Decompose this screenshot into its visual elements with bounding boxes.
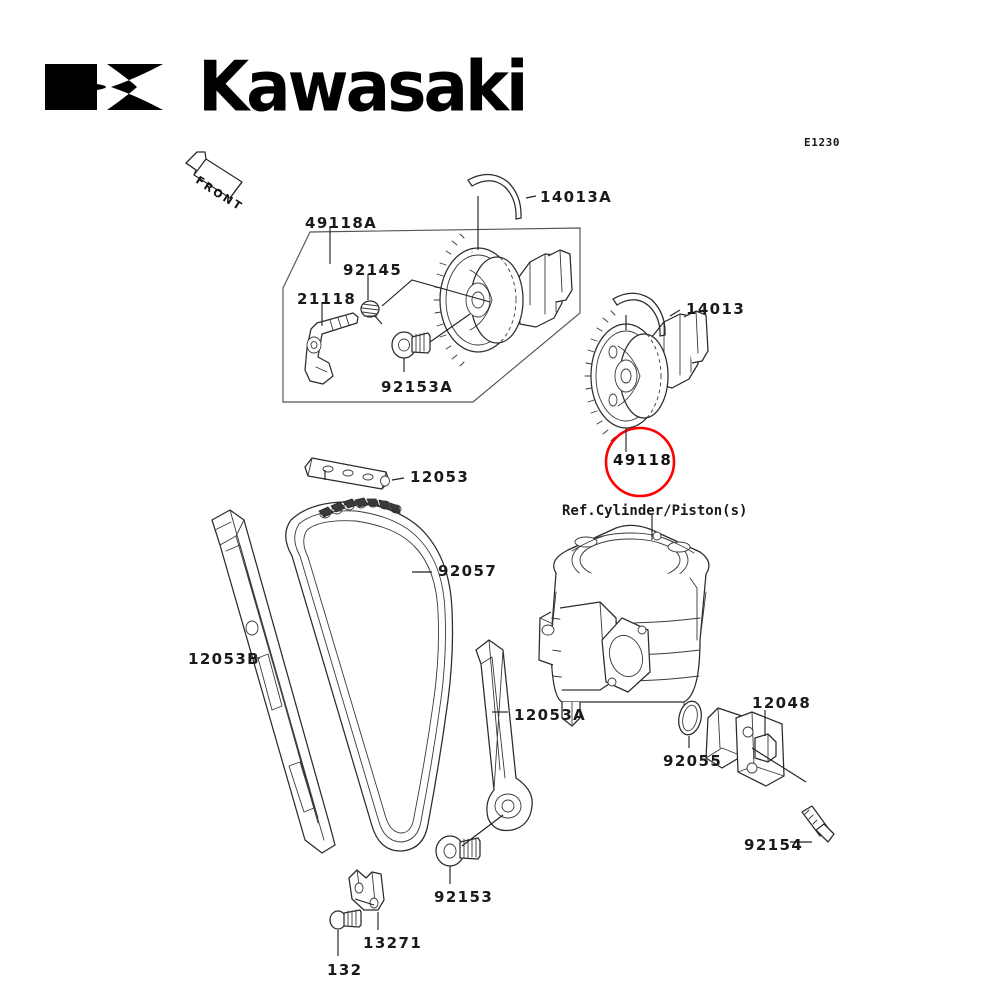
kawasaki-river-mark-icon (45, 64, 163, 110)
part-92145-spring (360, 300, 380, 318)
kawasaki-brand-logo: Kawasaki (45, 51, 529, 121)
callout-92057[interactable]: 92057 (438, 562, 498, 580)
part-21118-decompression-shaft (304, 312, 359, 385)
callout-92145[interactable]: 92145 (343, 261, 403, 279)
callout-49118[interactable]: 49118 (613, 451, 673, 469)
part-132-bolt-flanged (329, 909, 362, 930)
brand-wordmark: Kawasaki (198, 45, 529, 128)
part-12053-chain-guide-upper (304, 457, 390, 490)
callout-49118A[interactable]: 49118A (305, 214, 378, 232)
front-direction-arrow-icon: F R O N T (185, 151, 244, 213)
highlight-circle-49118 (604, 426, 676, 498)
callout-132[interactable]: 132 (327, 961, 363, 979)
part-92154-bolt (801, 805, 835, 843)
callout-92055[interactable]: 92055 (663, 752, 723, 770)
part-92153A-bolt (391, 331, 431, 359)
diagram-code: E1230 (804, 136, 841, 149)
callout-12053B[interactable]: 12053B (188, 650, 261, 668)
callout-12053[interactable]: 12053 (410, 468, 470, 486)
part-12053A-chain-guide-tensioner (475, 639, 533, 832)
callout-12053A[interactable]: 12053A (514, 706, 587, 724)
callout-14013A[interactable]: 14013A (540, 188, 613, 206)
callout-14013[interactable]: 14013 (686, 300, 746, 318)
reference-note-cylinder: Ref.Cylinder/Piston(s) (562, 503, 748, 519)
ref-cylinder-piston-illustration (538, 524, 710, 727)
part-92057-cam-chain (285, 497, 454, 852)
leader-lines (254, 195, 812, 956)
part-12048-chain-tensioner-assembly (705, 707, 807, 787)
callout-12048[interactable]: 12048 (752, 694, 812, 712)
part-12053B-chain-guide-rear (211, 509, 336, 854)
callout-92154[interactable]: 92154 (744, 836, 804, 854)
callout-92153A[interactable]: 92153A (381, 378, 454, 396)
part-92055-o-ring (678, 700, 702, 736)
part-14013-clip (612, 292, 666, 337)
part-92153-bolt (435, 814, 504, 867)
part-49118A-exhaust-camshaft (433, 233, 573, 367)
callout-13271[interactable]: 13271 (363, 934, 423, 952)
callout-21118[interactable]: 21118 (297, 290, 357, 308)
assembly-bracket-49118A (282, 227, 581, 403)
part-49118-intake-camshaft (584, 310, 709, 442)
part-14013A-clip (467, 173, 522, 220)
callout-92153[interactable]: 92153 (434, 888, 494, 906)
part-13271-plate (348, 869, 385, 911)
